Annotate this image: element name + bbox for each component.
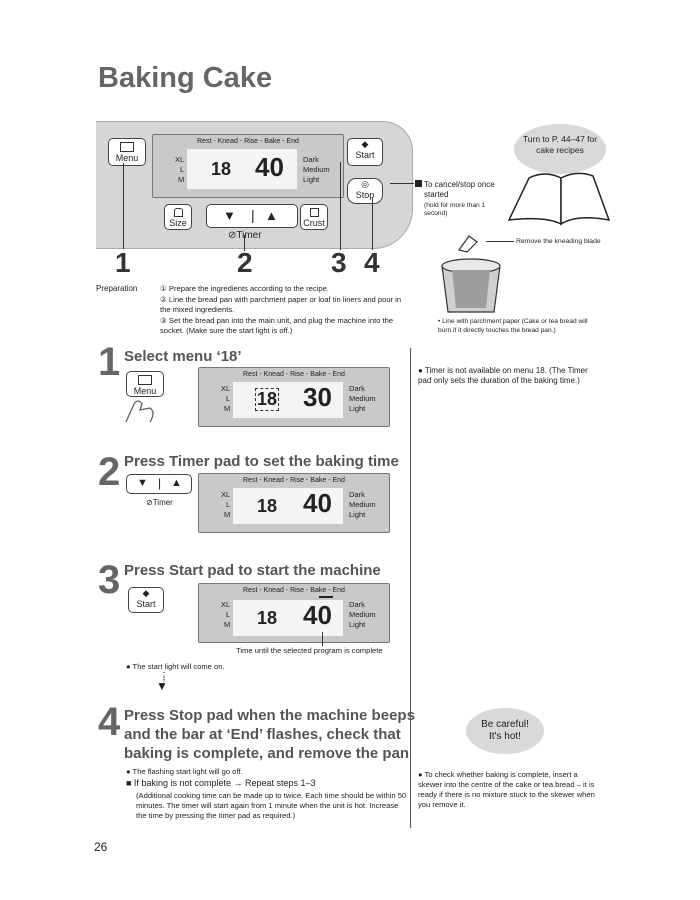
step-title: Press Stop pad when the machine beeps an… xyxy=(124,707,415,762)
menu-button[interactable]: Menu xyxy=(126,371,164,397)
down-arrow-icon: ▼ xyxy=(223,208,236,223)
menu-number: 18 xyxy=(257,608,278,628)
up-arrow-icon: ▲ xyxy=(171,477,182,489)
start-icon: ◆ xyxy=(361,139,369,149)
menu-label: Menu xyxy=(115,153,139,163)
time-display: 30 xyxy=(303,382,332,412)
stop-button[interactable]: ◎ Stop xyxy=(347,178,383,204)
warning-bubble: Be careful! It's hot! xyxy=(466,708,544,754)
callout-4: 4 xyxy=(364,247,380,278)
prep-item: ① Prepare the ingredients according to t… xyxy=(160,284,329,293)
recipe-book-icon xyxy=(507,172,611,226)
control-panel: Menu Rest - Knead - Rise - Bake - End XL… xyxy=(96,121,413,249)
up-arrow-icon: ▲ xyxy=(265,208,278,223)
callout-3: 3 xyxy=(331,247,347,278)
menu-button[interactable]: Menu xyxy=(108,138,146,166)
page-number: 26 xyxy=(94,840,108,854)
preparation-list: ① Prepare the ingredients according to t… xyxy=(160,284,410,336)
book-icon xyxy=(138,375,152,385)
step-number: 1 xyxy=(98,340,121,384)
kneading-note: Remove the kneading blade xyxy=(516,238,601,245)
stop-icon: ◎ xyxy=(361,179,369,189)
prep-item: ③ Set the bread pan into the main unit, … xyxy=(160,316,394,335)
recipe-bubble: Turn to P. 44–47 for cake recipes xyxy=(514,124,606,174)
stage-labels: Rest - Knead - Rise - Bake - End xyxy=(197,138,299,145)
start-icon: ◆ xyxy=(142,588,150,598)
timer-button[interactable]: ▼ | ▲ xyxy=(126,474,192,494)
menu-number: 18 xyxy=(211,159,232,179)
step-note: ● The start light will come on. xyxy=(126,662,225,671)
prep-item: ② Line the bread pan with parchment pape… xyxy=(160,295,402,314)
step-number: 2 xyxy=(98,450,121,494)
time-display: 40 xyxy=(303,600,332,630)
page-title: Baking Cake xyxy=(98,62,273,94)
pointing-hand-icon xyxy=(125,400,154,423)
step-note: ■ If baking is not complete → Repeat ste… xyxy=(126,778,316,788)
step-number: 3 xyxy=(98,558,121,602)
size-button[interactable]: Size xyxy=(164,204,192,230)
arrow-down-icon: ⋮⋮▼ xyxy=(156,671,169,693)
stop-note-hold: (hold for more than 1 second) xyxy=(424,202,486,217)
timer-button[interactable]: ▼ | ▲ xyxy=(206,204,298,228)
step-note: (Additional cooking time can be made up … xyxy=(136,791,407,820)
down-arrow-icon: ▼ xyxy=(137,477,148,489)
timer-label: ⊘Timer xyxy=(228,230,262,241)
menu-number: 18 xyxy=(255,388,280,411)
step-title: Press Timer pad to set the baking time xyxy=(124,453,399,470)
kneading-blade-icon xyxy=(457,235,478,253)
side-note: ● To check whether baking is complete, i… xyxy=(418,770,595,809)
book-icon xyxy=(120,142,134,152)
preparation-label: Preparation xyxy=(96,284,138,293)
start-button[interactable]: ◆ Start xyxy=(128,587,164,613)
side-note: ● Timer is not available on menu 18. (Th… xyxy=(418,366,588,385)
callout-1: 1 xyxy=(115,247,131,278)
crust-icon xyxy=(309,208,319,217)
step-title: Select menu ‘18’ xyxy=(124,348,242,365)
start-button[interactable]: ◆ Start xyxy=(347,138,383,166)
lcd-note: Time until the selected program is compl… xyxy=(236,646,383,655)
stop-note: To cancel/stop once started xyxy=(424,180,495,199)
crust-button[interactable]: Crust xyxy=(300,204,328,230)
timer-label: ⊘Timer xyxy=(146,498,173,507)
parchment-note: • Line with parchment paper (Cake or tea… xyxy=(438,318,588,334)
time-display: 40 xyxy=(303,488,332,518)
bake-progress-bar xyxy=(319,596,333,598)
menu-number: 18 xyxy=(257,496,278,516)
time-display: 40 xyxy=(255,152,284,182)
clock-icon: ⊘ xyxy=(228,230,237,241)
step-note: ● The flashing start light will go off. xyxy=(126,767,243,776)
step-title: Press Start pad to start the machine xyxy=(124,562,381,579)
bread-pan-icon xyxy=(441,258,501,313)
step-number: 4 xyxy=(98,700,121,744)
loaf-icon xyxy=(173,208,183,217)
callout-2: 2 xyxy=(237,247,253,278)
